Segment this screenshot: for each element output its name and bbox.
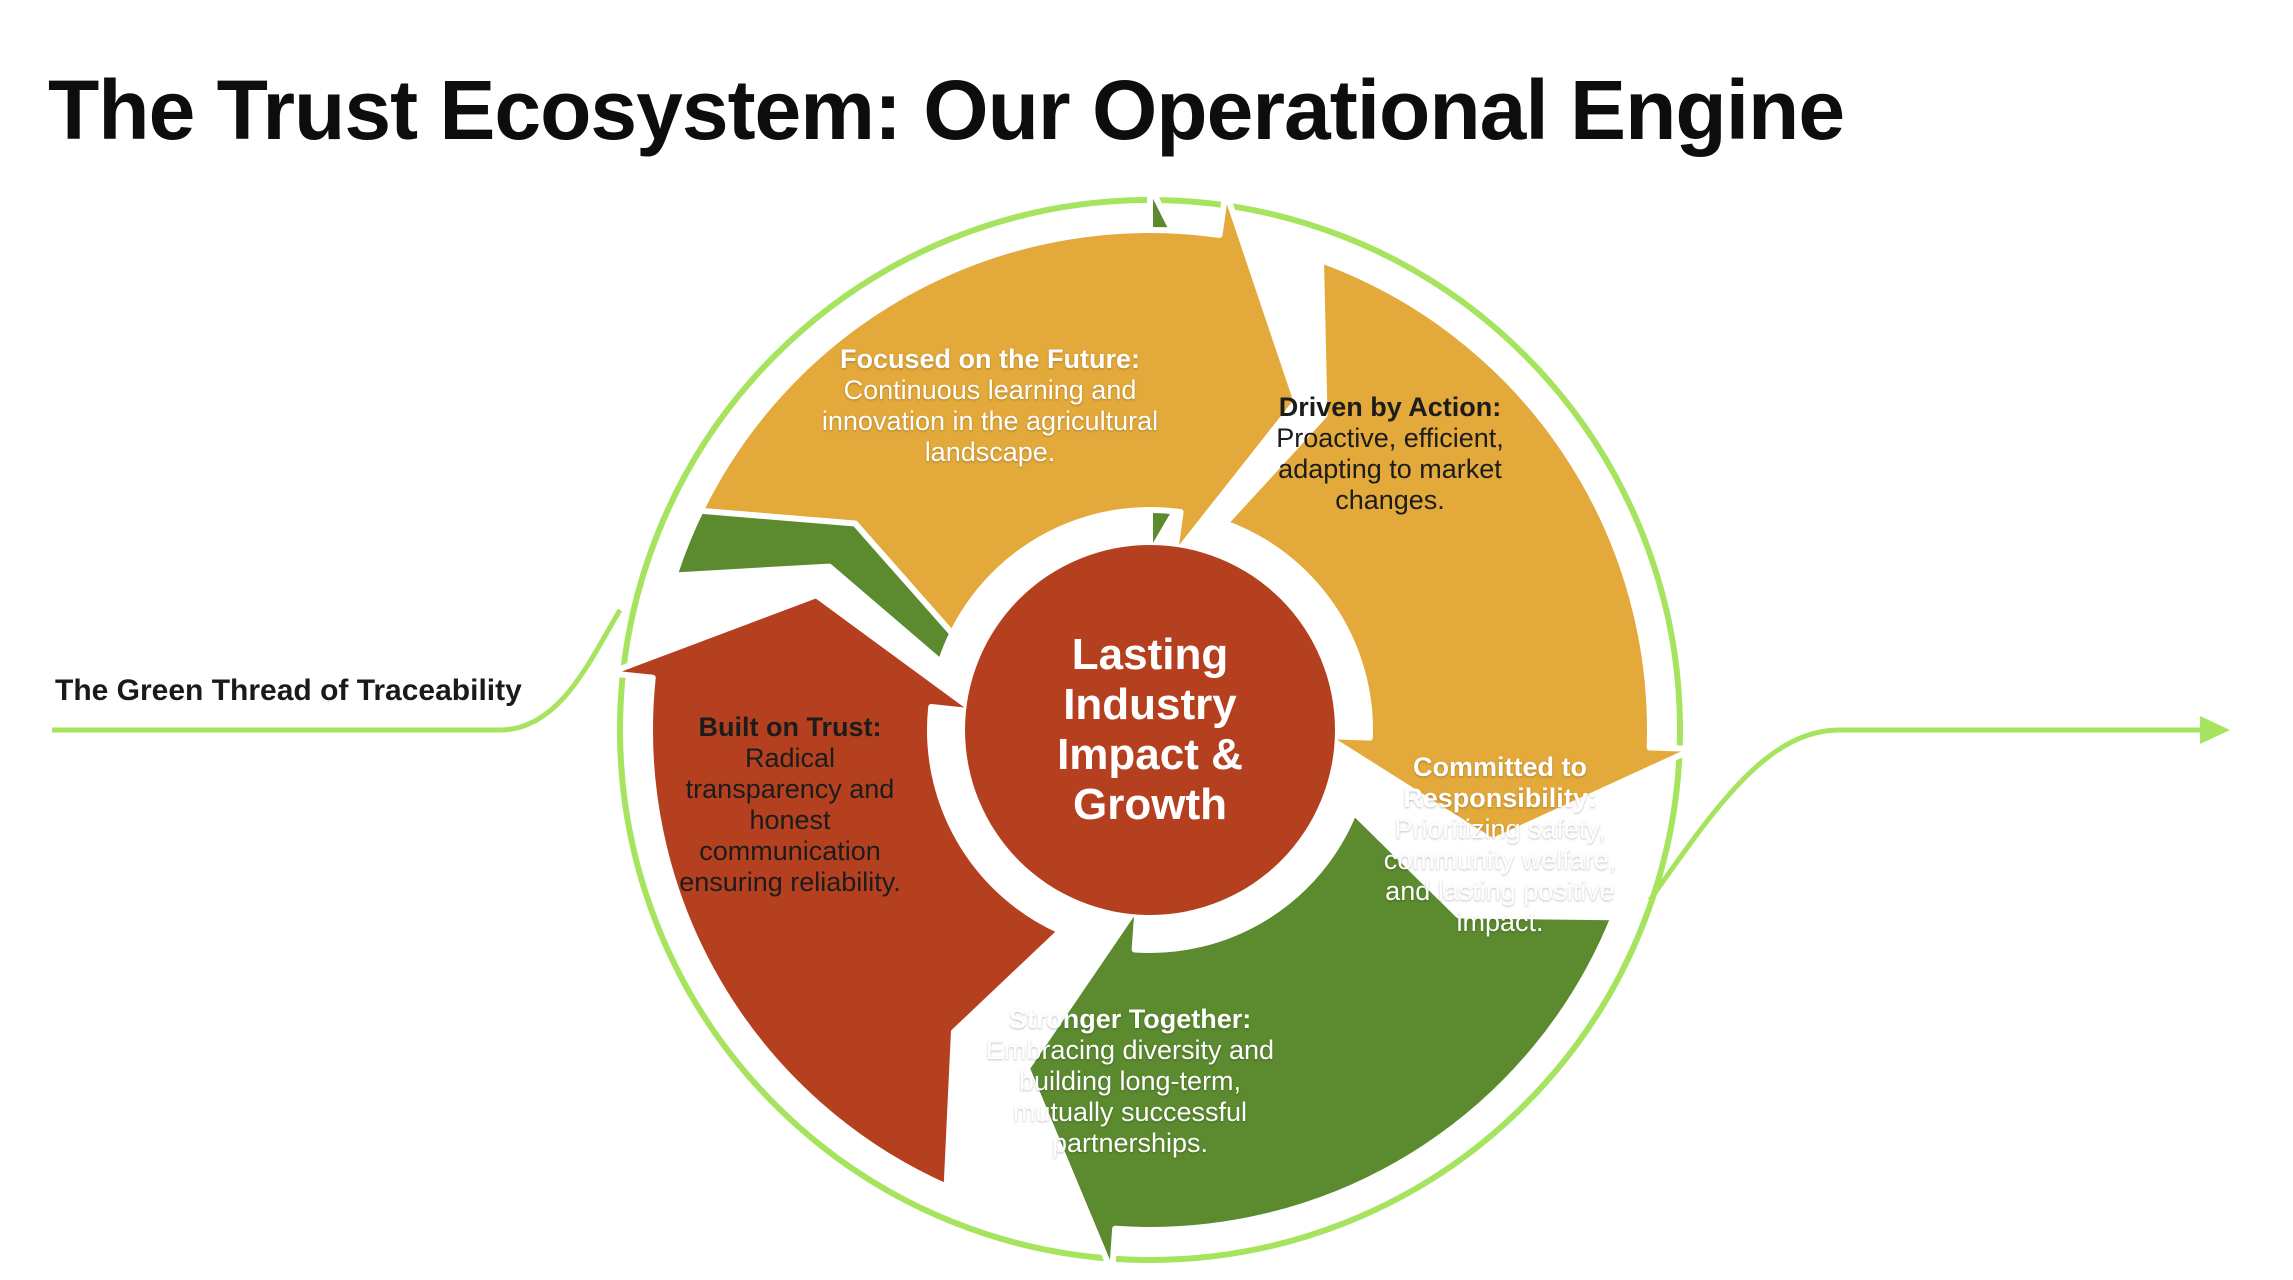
- segment-text-trust: Built on Trust: Radical transparency and…: [665, 712, 915, 898]
- thread-line-right: [1647, 727, 2200, 902]
- segment-text-together: Stronger Together: Embracing diversity a…: [970, 1004, 1290, 1159]
- thread-label: The Green Thread of Traceability: [55, 674, 522, 707]
- segment-text-action: Driven by Action: Proactive, efficient, …: [1260, 392, 1520, 516]
- center-line-1: Lasting: [1071, 630, 1229, 679]
- segment-body-together: Embracing diversity and building long-te…: [985, 1035, 1275, 1158]
- segment-head-future: Focused on the Future:: [840, 344, 1140, 374]
- segment-head-trust: Built on Trust:: [698, 712, 882, 742]
- center-label: Lasting Industry Impact & Growth: [1010, 630, 1290, 830]
- thread-arrowhead: [2200, 716, 2230, 744]
- segment-arrow-action: [1222, 257, 1697, 845]
- segment-body-action: Proactive, efficient, adapting to market…: [1276, 423, 1504, 515]
- segment-text-future: Focused on the Future: Continuous learni…: [820, 344, 1160, 468]
- center-line-4: Growth: [1073, 780, 1227, 829]
- segment-arrow-trust: [697, 188, 1300, 637]
- thread-line-left: [52, 608, 623, 733]
- segment-body-future: Continuous learning and innovation in th…: [821, 375, 1159, 467]
- segment-arrow-together: [605, 592, 1064, 1190]
- segment-head-responsibility: Committed to Responsibility:: [1403, 752, 1597, 813]
- segment-text-responsibility: Committed to Responsibility: Prioritizin…: [1370, 752, 1630, 938]
- page-title: The Trust Ecosystem: Our Operational Eng…: [48, 63, 1845, 157]
- segment-body-responsibility: Prioritizing safety, community welfare, …: [1383, 814, 1617, 937]
- segment-head-together: Stronger Together:: [1008, 1004, 1252, 1034]
- center-line-3: Impact &: [1057, 730, 1243, 779]
- segment-head-action: Driven by Action:: [1278, 392, 1502, 422]
- segment-body-trust: Radical transparency and honest communic…: [679, 743, 901, 897]
- center-hub: [965, 545, 1335, 915]
- segment-arrow-responsibility: [1023, 809, 1617, 1276]
- center-line-2: Industry: [1063, 680, 1237, 729]
